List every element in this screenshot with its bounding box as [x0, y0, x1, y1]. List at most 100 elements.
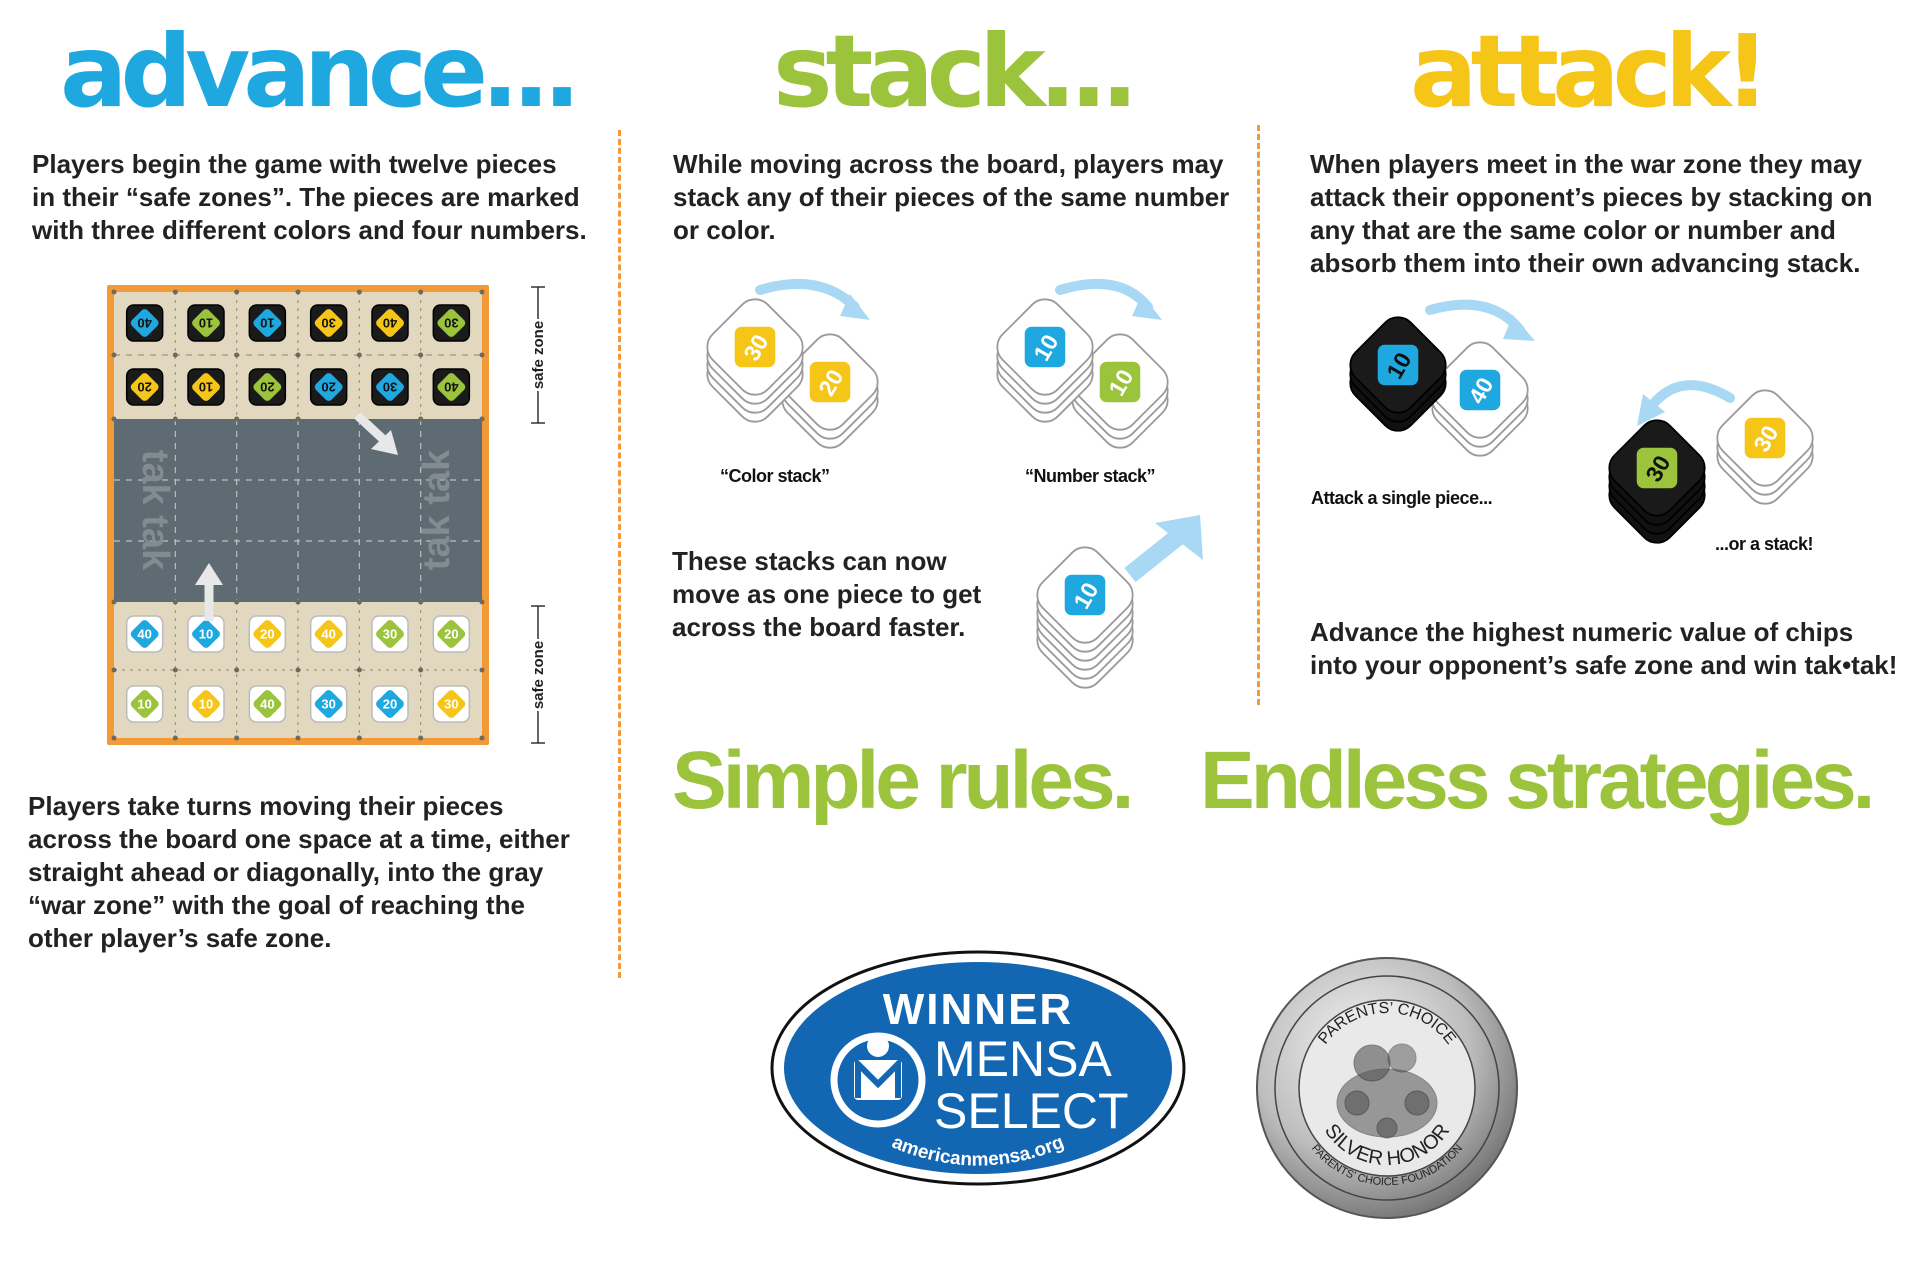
board-chip: 30	[371, 615, 409, 653]
grid-dot	[418, 599, 424, 605]
number-stack-arrow-icon	[1055, 278, 1162, 320]
board-chip: 40	[309, 615, 348, 653]
board-chip-number: 40	[444, 380, 458, 395]
grid-dot	[234, 667, 240, 673]
grid-dot	[172, 599, 178, 605]
board-logo-left: tak tak	[134, 450, 176, 571]
grid-dot	[356, 735, 362, 741]
board-chip-number: 10	[199, 380, 213, 395]
attack-target-chip: 40	[1431, 341, 1529, 457]
grid-dot	[111, 352, 117, 358]
grid-dot	[234, 735, 240, 741]
advance-body-line: across the board one space at a time, ei…	[28, 824, 570, 854]
attack-intro-line: absorb them into their own advancing sta…	[1310, 248, 1861, 278]
board-chip-number: 30	[444, 697, 458, 712]
grid-dot	[479, 352, 485, 358]
attack-intro-line: attack their opponent’s pieces by stacki…	[1310, 182, 1873, 212]
advance-body-line: Players take turns moving their pieces	[28, 791, 504, 821]
board-chip-number: 40	[137, 316, 151, 331]
grid-dot	[234, 599, 240, 605]
grid-dot	[111, 599, 117, 605]
board-chip: 40	[371, 304, 409, 342]
board-chip-number: 10	[199, 627, 213, 642]
grid-dot	[418, 416, 424, 422]
moving-stack-diagram: 10	[1036, 515, 1203, 689]
board-logo-right: tak tak	[416, 449, 458, 570]
grid-dot	[234, 352, 240, 358]
grid-dot	[356, 352, 362, 358]
stack-move-text: These stacks can now move as one piece t…	[672, 545, 981, 644]
grid-dot	[172, 352, 178, 358]
grid-dot	[111, 416, 117, 422]
color-stack-top-chip: 30	[706, 298, 804, 423]
grid-dot	[479, 667, 485, 673]
grid-dot	[295, 416, 301, 422]
board-chip-number: 10	[137, 697, 151, 712]
column-divider-right	[1257, 125, 1260, 705]
board-chip: 20	[432, 615, 471, 653]
board-chip-number: 40	[137, 627, 151, 642]
parents-choice-seal: PARENTS’ CHOICE SILVER HONOR PARENTS’ CH…	[1256, 957, 1518, 1219]
color-stack-caption: “Color stack”	[720, 466, 830, 486]
board-chip-number: 30	[321, 316, 335, 331]
board-chip: 10	[187, 615, 225, 653]
board-chip-number: 30	[444, 316, 458, 331]
safe-zone-marker-top: safe zone	[525, 286, 551, 424]
board-chip: 10	[125, 685, 164, 723]
board-chip: 40	[248, 685, 287, 723]
board-chip: 30	[432, 685, 471, 723]
board-chip: 40	[432, 368, 471, 406]
grid-dot	[479, 735, 485, 741]
board-chip-number: 30	[321, 697, 335, 712]
board-chip: 10	[187, 368, 225, 406]
grid-dot	[418, 735, 424, 741]
grid-dot	[479, 416, 485, 422]
grid-dot	[234, 416, 240, 422]
attack-single-caption: Attack a single piece...	[1311, 488, 1493, 508]
attack-stack-target-chip: 30	[1716, 389, 1814, 505]
diagonal-move-arrow-icon	[1124, 515, 1203, 583]
board-chip-number: 20	[137, 380, 151, 395]
board-chip-number: 20	[383, 697, 397, 712]
grid-dot	[111, 667, 117, 673]
grid-dot	[111, 735, 117, 741]
board-chip: 40	[125, 615, 164, 653]
board-chip-number: 10	[199, 316, 213, 331]
safe-zone-marker-bottom: safe zone	[525, 605, 551, 744]
board-chip: 20	[248, 368, 287, 406]
board-chip: 10	[248, 304, 287, 342]
attack-intro-line: any that are the same color or number an…	[1310, 215, 1836, 245]
attack-attacker-chip: 10	[1349, 316, 1447, 432]
diagonal-arrow-icon	[353, 411, 398, 455]
stack-move-line: These stacks can now	[672, 546, 947, 576]
mensa-winner-text: WINNER	[883, 985, 1073, 1034]
board-chip: 10	[187, 304, 225, 342]
parents-choice-emblem-icon	[1336, 1043, 1438, 1139]
grid-dot	[479, 599, 485, 605]
board-chip: 40	[125, 304, 164, 342]
war-zone	[114, 419, 482, 602]
advance-body-line: “war zone” with the goal of reaching the	[28, 890, 525, 920]
board-chip: 30	[371, 368, 409, 406]
mensa-line2-text: SELECT	[934, 1083, 1129, 1139]
grid-dot	[295, 667, 301, 673]
stack-move-line: across the board faster.	[672, 612, 966, 642]
grid-dot	[418, 352, 424, 358]
stack-heading: stack...	[773, 13, 1139, 130]
safe-zone-label-top: safe zone	[530, 321, 547, 389]
board-chip-number: 20	[321, 380, 335, 395]
stack-intro-line: While moving across the board, players m…	[673, 149, 1224, 179]
board-chip-number: 20	[444, 627, 458, 642]
attack-heading: attack!	[1410, 13, 1770, 130]
board-chip: 30	[432, 304, 471, 342]
advance-body-line: other player’s safe zone.	[28, 923, 332, 953]
advance-heading: advance...	[60, 13, 581, 130]
mensa-select-badge: WINNER MENSA SELECT americanmensa.org	[770, 950, 1186, 1186]
attack-stack-arrow-icon	[1637, 380, 1735, 426]
advance-intro: Players begin the game with twelve piece…	[32, 148, 587, 247]
attack-win-text: Advance the highest numeric value of chi…	[1310, 616, 1897, 682]
grid-dot	[418, 667, 424, 673]
